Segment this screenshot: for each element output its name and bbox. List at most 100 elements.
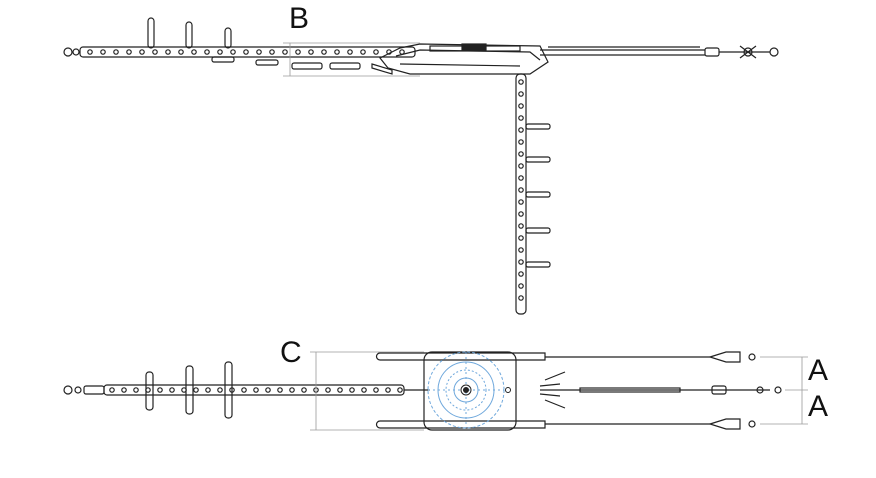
chain-link [518,151,524,157]
chain-link [518,91,524,97]
chain-link [518,223,524,229]
chain-link [518,115,524,121]
dimension-c-label: C [280,336,302,369]
hub-center [463,387,469,393]
vertical-rung [525,261,551,268]
chain-link [230,49,236,55]
chain-link [241,387,247,393]
chain-link [126,49,132,55]
chain-band [79,46,416,58]
chain-link [518,259,524,265]
chain-link [518,79,524,85]
chain-link [121,387,127,393]
pad [371,63,393,75]
hub-highlight [427,351,505,429]
chain-link [157,387,163,393]
dimension-a [760,356,808,425]
chain-link [518,139,524,145]
chain-link [133,387,139,393]
chain-link [193,387,199,393]
chain-link [169,387,175,393]
left-end-eye [63,47,73,57]
chain-link [360,49,366,55]
chain-link [321,49,327,55]
crossbar [224,361,233,419]
chain-link [269,49,275,55]
vertical-rung [525,227,551,234]
chain-link [385,387,391,393]
chain-link [265,387,271,393]
chain-link [518,103,524,109]
chain-link [518,175,524,181]
chain-link [373,49,379,55]
chain-link [253,387,259,393]
chain-link [277,387,283,393]
crossbar [185,365,194,415]
side-view-chain-assembly [63,17,779,75]
dimension-c [310,351,424,431]
chain-link [205,387,211,393]
plan-view-assembly [63,351,782,431]
chain-link [518,271,524,277]
chain-link [243,49,249,55]
chain-link [295,49,301,55]
chain-link [518,187,524,193]
pad [291,62,323,70]
chain-link [349,387,355,393]
crossbar [145,371,154,411]
chain-link [518,283,524,289]
dimension-b-label: B [289,2,310,35]
dimension-a-upper-label: A [808,354,829,387]
vertical-chain-band [515,73,527,315]
chain-link [256,49,262,55]
chain-link [217,387,223,393]
chain-link [204,49,210,55]
chain-link [325,387,331,393]
chain-link [334,49,340,55]
chain-link [109,387,115,393]
dimension-b [283,42,420,77]
chain-link [518,127,524,133]
dimension-a-lower-label: A [808,390,829,423]
chain-link [113,49,119,55]
sled-platform [379,43,549,75]
chain-link [397,387,403,393]
vertical-rung [525,156,551,163]
chain-link [518,163,524,169]
vertical-chain [515,73,551,315]
chain-link [282,49,288,55]
chain-link [178,49,184,55]
chain-link [139,49,145,55]
chain-link [518,199,524,205]
plan-left-eye [63,385,73,395]
lower-runner [375,420,546,429]
chain-link [87,49,93,55]
rung [185,21,193,49]
chain-link [361,387,367,393]
chain-link [518,235,524,241]
chain-link [165,49,171,55]
plate-pin [505,387,511,393]
vertical-rung [525,123,551,130]
chain-link [518,295,524,301]
chain-links [87,49,405,55]
pad [211,56,235,63]
pad [329,62,361,70]
chain-link [347,49,353,55]
chain-link [217,49,223,55]
chain-link [100,49,106,55]
rung [224,27,232,49]
chain-link [308,49,314,55]
chain-link [373,387,379,393]
vertical-rung [525,191,551,198]
chain-link [518,211,524,217]
chain-link [289,387,295,393]
rung [147,17,155,49]
chain-link [301,387,307,393]
chain-link [191,49,197,55]
upper-runner [375,352,546,361]
chain-link [152,49,158,55]
chain-link [518,247,524,253]
pad [255,59,279,66]
